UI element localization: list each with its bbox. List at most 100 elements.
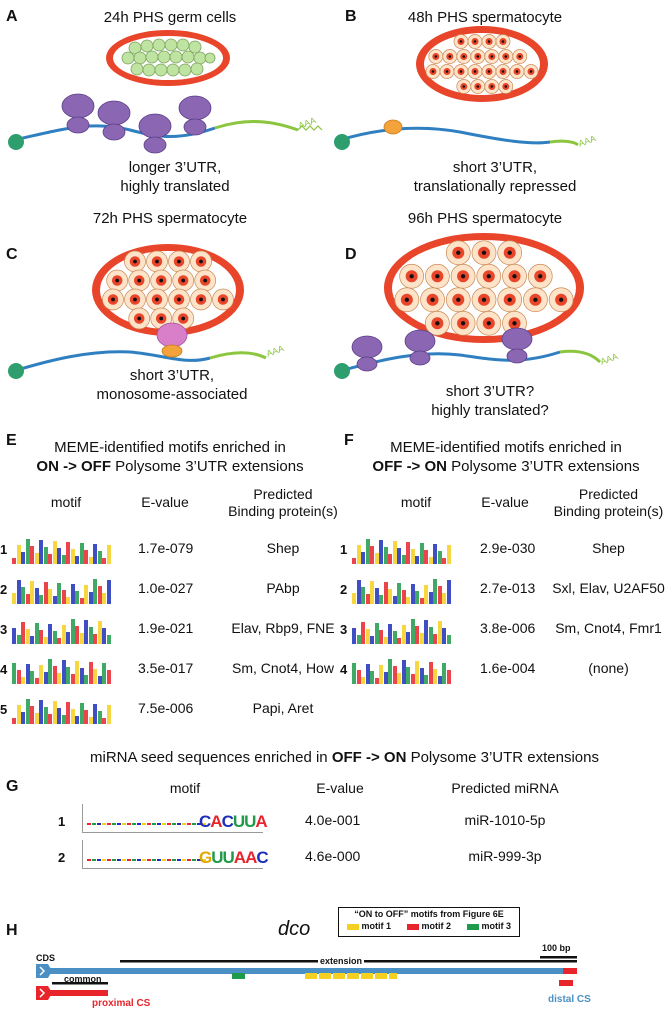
- seed-sequence: CACUUA: [199, 812, 268, 831]
- row-number: 1: [340, 542, 348, 557]
- spermatocyte-cyst-b: [416, 26, 548, 102]
- binding-protein: Sm, Cnot4, How: [232, 660, 334, 676]
- nucleus: [474, 53, 482, 60]
- cell: [456, 49, 472, 64]
- nucleus: [513, 68, 521, 75]
- nucleus: [133, 275, 145, 286]
- cell: [150, 307, 173, 330]
- panel-label-d: D: [345, 246, 357, 263]
- title-bold: ON -> OFF: [36, 458, 111, 475]
- nucleolus: [115, 278, 120, 283]
- nucleolus: [481, 297, 487, 302]
- title-rest: Polysome 3’UTR extensions: [447, 458, 640, 475]
- nucleus: [499, 68, 507, 75]
- nucleolus: [533, 297, 538, 302]
- cell: [498, 79, 514, 94]
- cell: [495, 64, 511, 79]
- cell: [128, 269, 151, 292]
- nucleolus: [111, 297, 115, 302]
- cell: [470, 49, 486, 64]
- seed-logo: GUUAAC: [82, 840, 269, 869]
- nucleus: [452, 246, 465, 259]
- cell: [190, 288, 212, 311]
- cell: [495, 34, 511, 49]
- nucleus: [516, 53, 524, 60]
- motif-logo: [352, 650, 452, 684]
- g-header-evalue: E-value: [316, 780, 364, 796]
- nucleolus: [529, 70, 533, 73]
- nucleolus: [181, 316, 186, 321]
- nucleus: [155, 275, 167, 286]
- legend-items: motif 1 motif 2 motif 3: [339, 921, 519, 931]
- gene-name: dco: [278, 918, 311, 940]
- title-rest: Polysome 3’UTR extensions: [406, 749, 599, 766]
- nucleolus: [203, 278, 208, 283]
- germ-cyst-a: [106, 30, 230, 86]
- nucleolus: [409, 274, 414, 279]
- panel-label-a: A: [6, 8, 18, 25]
- cell: [450, 263, 476, 289]
- cells-d: [394, 240, 574, 336]
- e-value: 4.0e-001: [305, 812, 361, 828]
- nucleus: [534, 270, 547, 283]
- nucleolus: [459, 40, 463, 43]
- cell: [102, 288, 124, 311]
- title-bold: OFF -> ON: [372, 458, 447, 475]
- nucleolus: [558, 297, 564, 302]
- nucleus: [431, 270, 444, 283]
- cell: [146, 250, 168, 273]
- nucleus: [555, 293, 568, 306]
- motif-logo: [12, 610, 112, 644]
- legend-item: motif 2: [406, 921, 451, 931]
- row-number: 1: [58, 814, 66, 829]
- panel-d-caption: short 3’UTR? highly translated?: [420, 382, 560, 420]
- nucleus: [503, 246, 516, 259]
- nucleolus: [431, 70, 435, 73]
- nucleus: [488, 53, 496, 60]
- legend-item: motif 3: [466, 921, 511, 931]
- nucleus: [111, 275, 123, 286]
- nucleolus: [538, 274, 543, 279]
- nucleolus: [462, 85, 466, 88]
- nucleus: [129, 256, 141, 267]
- nucleolus: [155, 297, 159, 302]
- nucleolus: [476, 85, 480, 88]
- cell: [445, 287, 471, 313]
- cell: [439, 64, 455, 79]
- cell: [467, 34, 483, 49]
- e-value: 1.6e-004: [480, 660, 536, 676]
- nucleolus: [486, 274, 491, 279]
- cell: [484, 79, 500, 94]
- motif-logo: [352, 570, 452, 604]
- nucleus: [502, 83, 510, 90]
- nucleus: [488, 83, 496, 90]
- row-number: 3: [340, 622, 348, 637]
- nucleus: [485, 68, 493, 75]
- nucleus: [431, 317, 444, 330]
- panel-label-g: G: [6, 778, 19, 795]
- f-header-motif: motif: [400, 494, 432, 510]
- cell: [124, 288, 146, 311]
- nucleus: [471, 38, 479, 45]
- title-bold: OFF -> ON: [331, 749, 407, 766]
- nucleus: [173, 294, 185, 305]
- cell: [399, 263, 425, 289]
- nucleolus: [434, 55, 438, 58]
- nucleus: [432, 53, 440, 60]
- nucleus: [478, 246, 490, 259]
- legend-title: “ON to OFF” motifs from Figure 6E: [354, 909, 504, 919]
- caption-line: short 3’UTR?: [445, 383, 535, 400]
- title-rest: Polysome 3’UTR extensions: [111, 458, 304, 475]
- nucleolus: [481, 250, 487, 255]
- cell: [453, 64, 469, 79]
- nucleus: [400, 293, 413, 306]
- nucleolus: [507, 297, 512, 302]
- nucleus: [151, 294, 163, 305]
- panel-e-title: MEME-identified motifs enriched in ON ->…: [20, 438, 320, 476]
- e-value: 3.5e-017: [138, 660, 194, 676]
- e-value: 7.5e-006: [138, 700, 194, 716]
- cell: [425, 263, 450, 289]
- title-line: OFF -> ON Polysome 3’UTR extensions: [356, 457, 656, 476]
- e-value: 4.6e-000: [305, 848, 361, 864]
- extension-label: extension: [318, 956, 365, 966]
